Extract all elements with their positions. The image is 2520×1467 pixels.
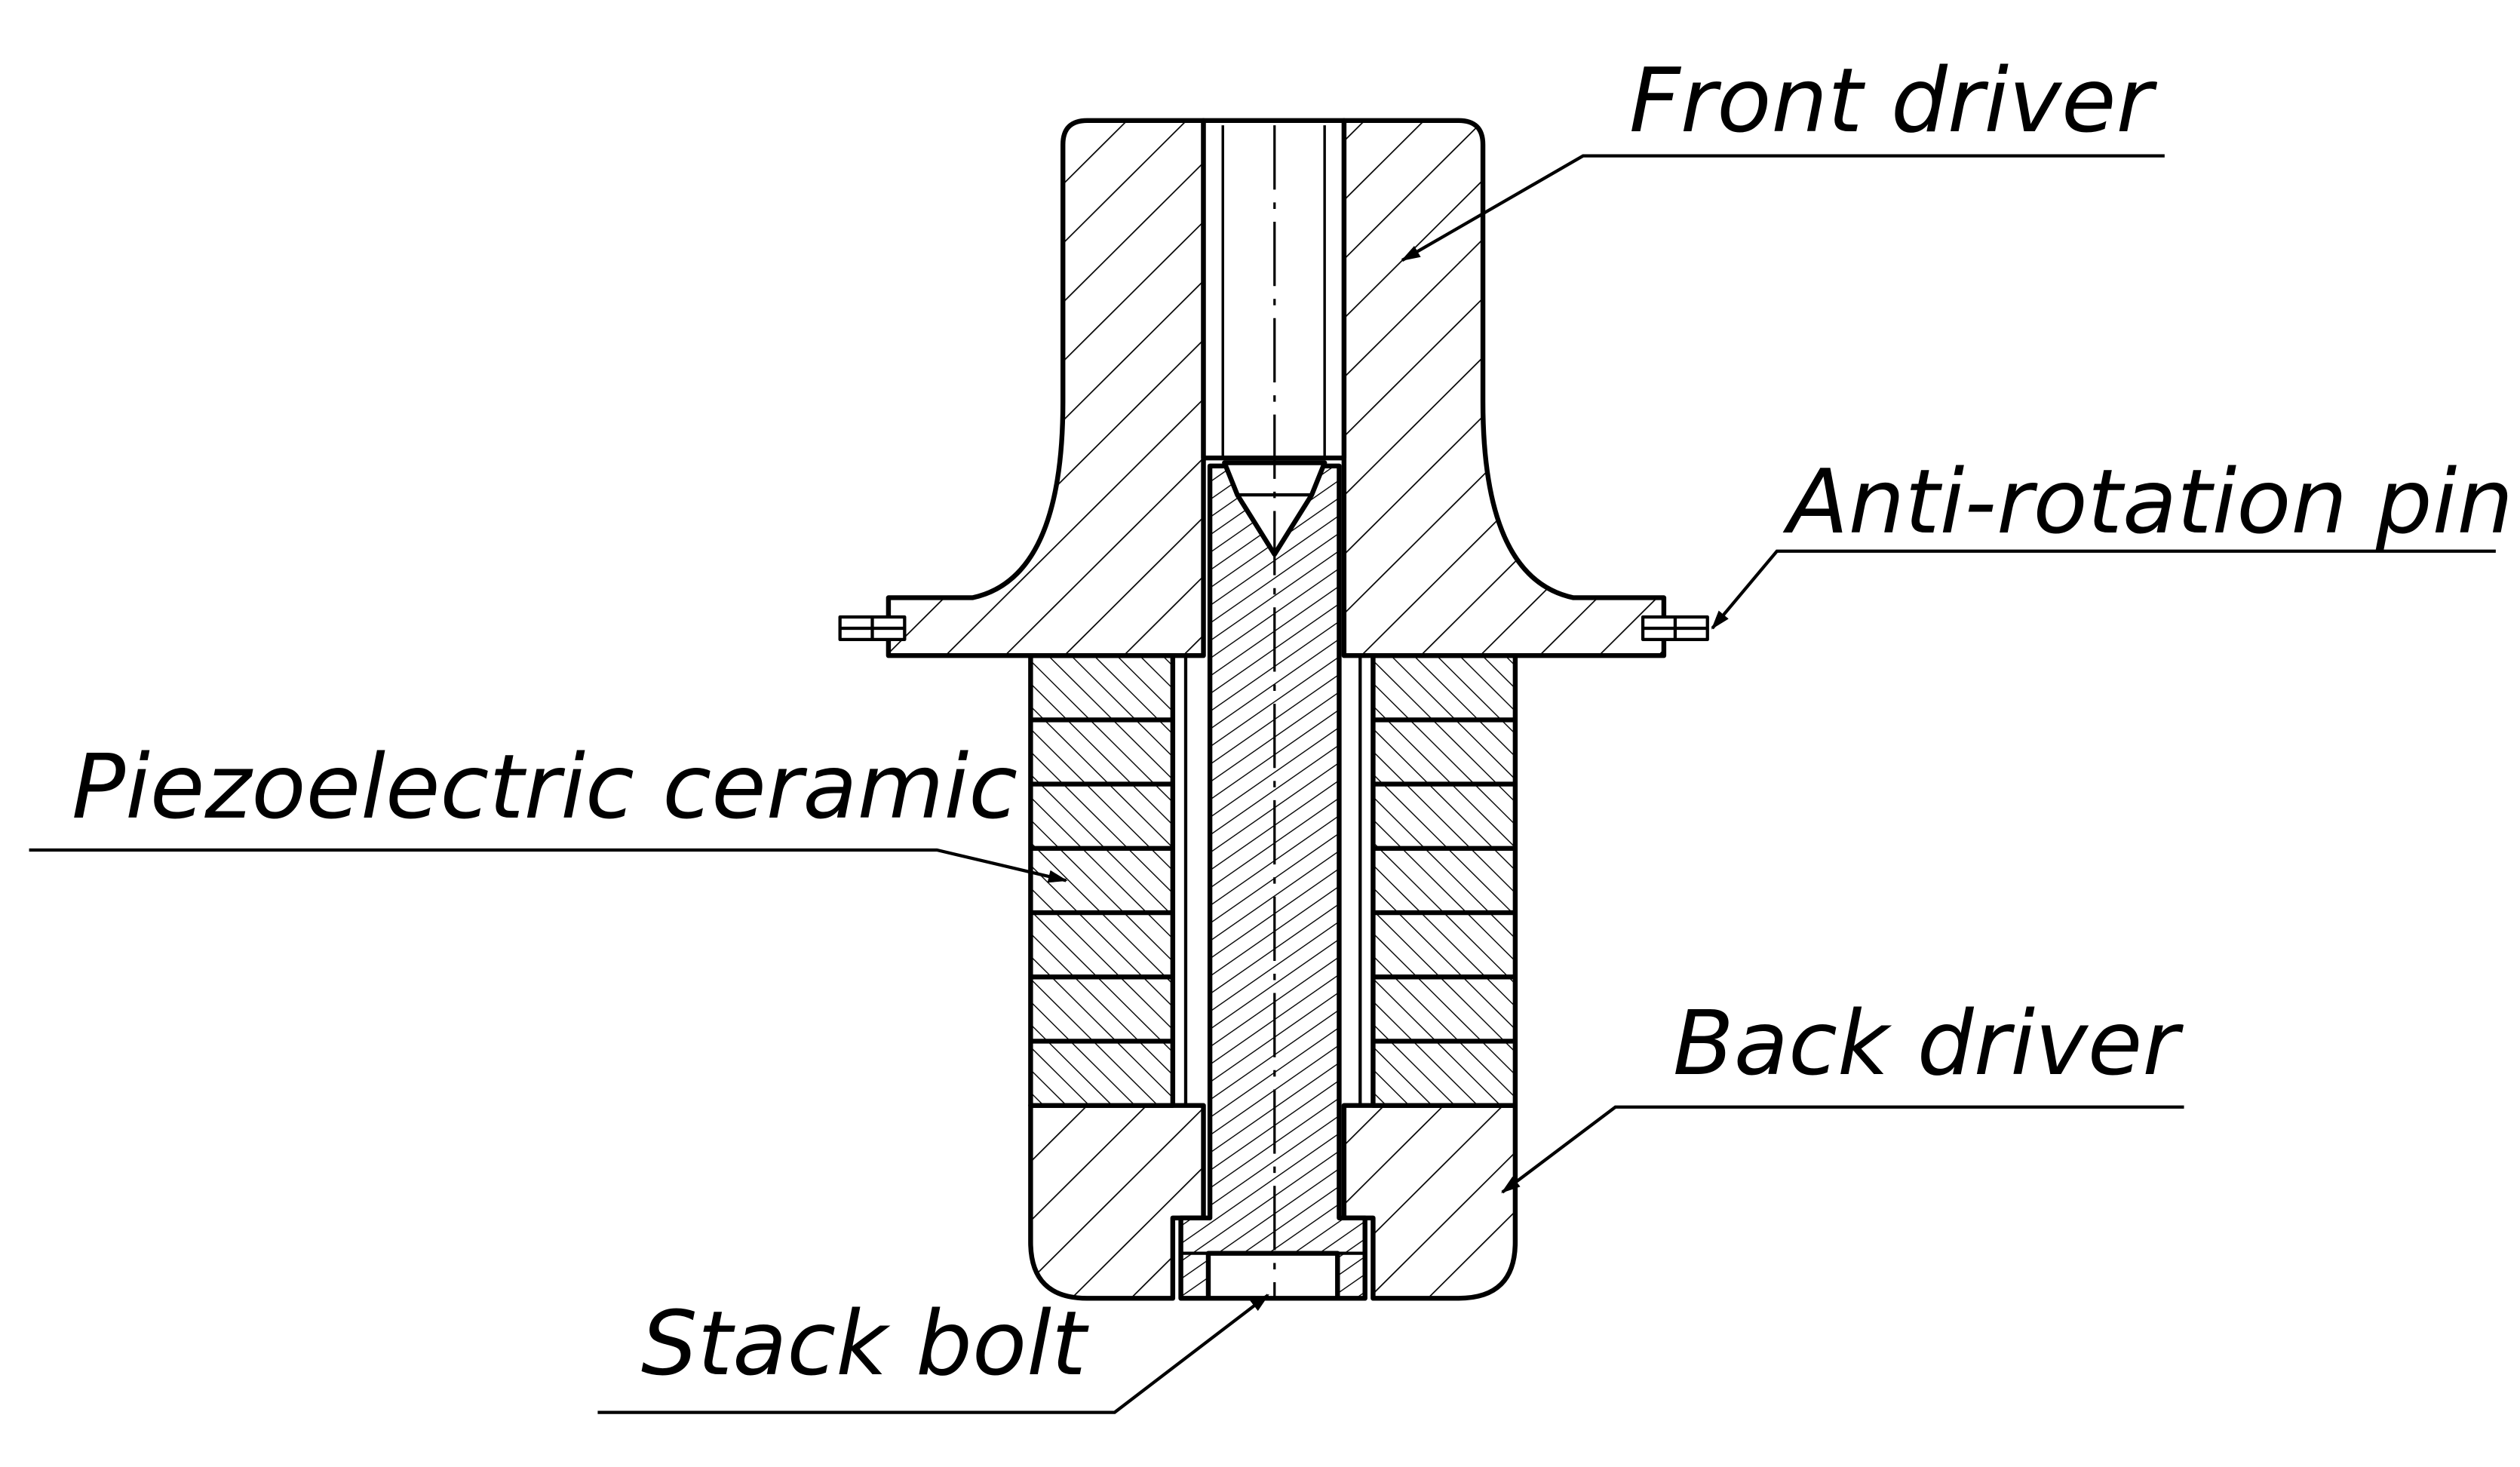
stack-bolt-head-socket	[1205, 1251, 1340, 1301]
label-stack-bolt: Stack bolt	[641, 1291, 1089, 1395]
leader-stack-bolt	[597, 1294, 1269, 1414]
label-anti-rotation-pin: Anti-rotation pin	[1782, 450, 2513, 554]
piezoelectric-ceramic-stack-right	[1370, 652, 1518, 1108]
front-driver-right-half	[1341, 118, 1667, 658]
leader-piezoelectric-ceramic	[29, 848, 1068, 883]
leader-back-driver	[1501, 1105, 2184, 1194]
front-driver-bore	[1201, 118, 1347, 461]
front-driver-left-half	[886, 118, 1206, 658]
piezoelectric-ceramic-stack-left	[1028, 652, 1176, 1108]
anti-rotation-pin-left	[838, 615, 907, 642]
back-driver-right-half	[1341, 1103, 1518, 1301]
label-front-driver: Front driver	[1629, 48, 2158, 152]
stack-bolt-shank	[1178, 463, 1367, 1301]
label-back-driver: Back driver	[1673, 991, 2184, 1095]
leader-front-driver	[1401, 154, 2165, 262]
anti-rotation-pin-right	[1641, 615, 1709, 642]
back-driver-left-half	[1028, 1103, 1206, 1301]
label-piezoelectric-ceramic: Piezoelectric ceramic	[72, 735, 1018, 839]
stack-bolt-tip	[1222, 460, 1328, 557]
leader-anti-rotation-pin	[1711, 549, 2496, 630]
